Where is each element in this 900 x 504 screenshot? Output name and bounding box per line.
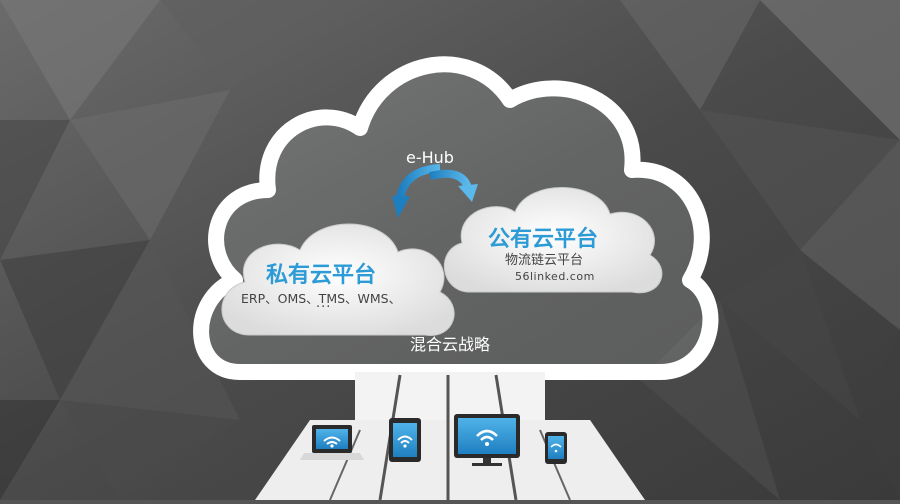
- private-cloud-systems: ERP、OMS、TMS、WMS、: [241, 291, 402, 306]
- monitor-icon: [454, 414, 520, 466]
- hybrid-cloud-strategy-label: 混合云战略: [410, 335, 491, 354]
- private-cloud-title: 私有云平台: [266, 263, 377, 288]
- phone-icon: [545, 432, 567, 464]
- laptop-icon: [300, 425, 364, 460]
- private-cloud-more: ···: [316, 300, 332, 315]
- tablet-icon: [389, 418, 421, 462]
- public-cloud-subtitle: 物流链云平台: [505, 253, 584, 268]
- public-cloud-shape: [443, 187, 663, 294]
- sync-arrows-icon: [392, 164, 478, 218]
- connector-label: e-Hub: [406, 148, 454, 167]
- public-cloud-title: 公有云平台: [488, 227, 599, 252]
- private-cloud-shape: [221, 223, 455, 336]
- public-cloud-website: 56linked.com: [515, 270, 595, 283]
